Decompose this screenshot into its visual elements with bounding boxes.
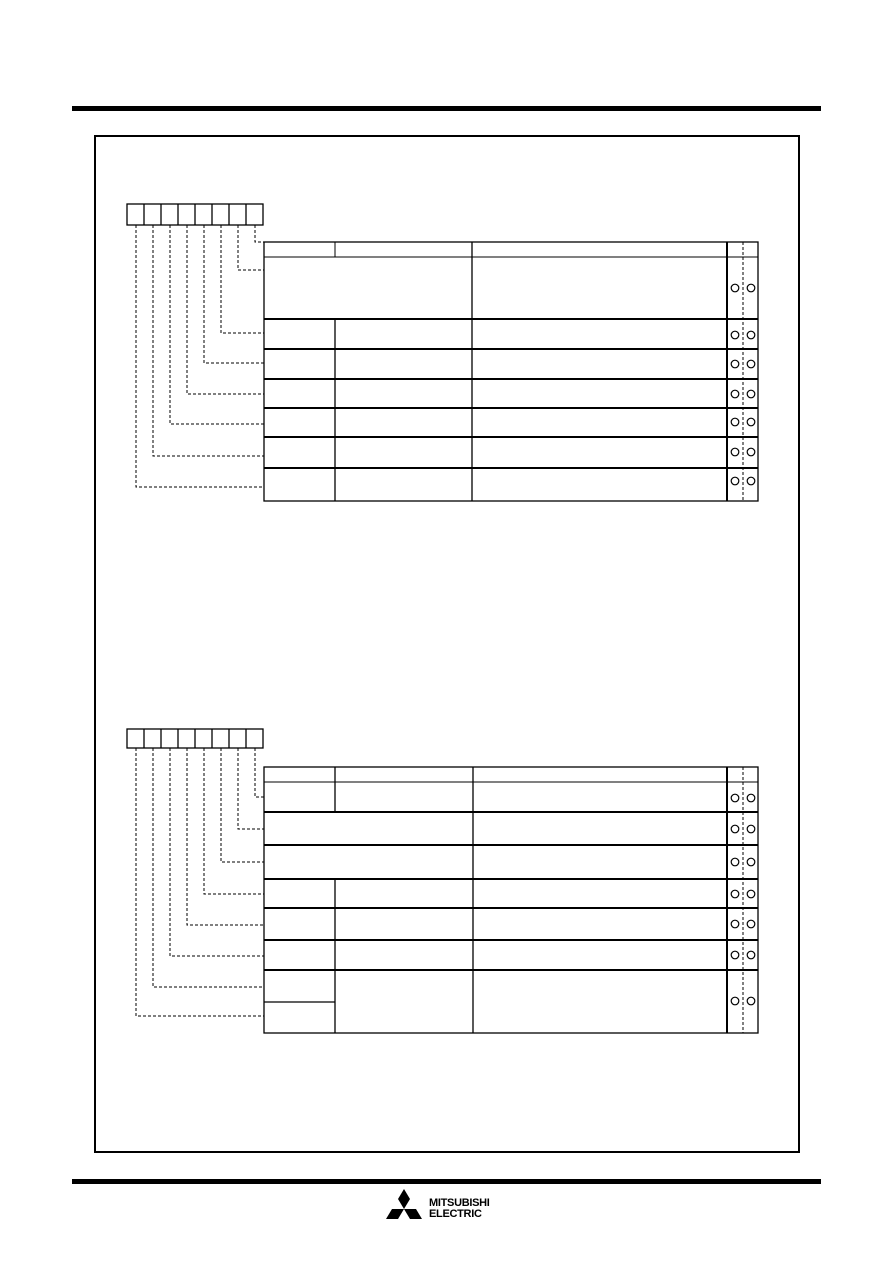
logo-wordmark: MITSUBISHI ELECTRIC <box>429 1198 490 1220</box>
register-diagram-2-svg <box>126 728 759 1034</box>
logo-line-2: ELECTRIC <box>429 1208 482 1220</box>
register-diagram-1 <box>0 0 892 520</box>
header-rule <box>72 106 821 111</box>
footer-rule <box>72 1179 821 1184</box>
bit-table <box>263 241 759 502</box>
bit-boxes <box>126 728 264 749</box>
bit-boxes <box>126 203 264 226</box>
register-diagram-1-svg <box>126 203 759 502</box>
bit-leaders <box>135 748 264 1017</box>
three-diamonds-icon <box>386 1189 422 1219</box>
register-diagram-2 <box>126 728 759 1034</box>
mitsubishi-electric-logo: MITSUBISHI ELECTRIC <box>381 1188 516 1230</box>
bit-leaders <box>135 225 264 488</box>
access-marks <box>730 283 756 486</box>
access-marks <box>730 793 756 1006</box>
bit-table <box>263 766 759 1034</box>
logo-line-1: MITSUBISHI <box>429 1197 490 1209</box>
content-frame <box>94 135 800 1153</box>
